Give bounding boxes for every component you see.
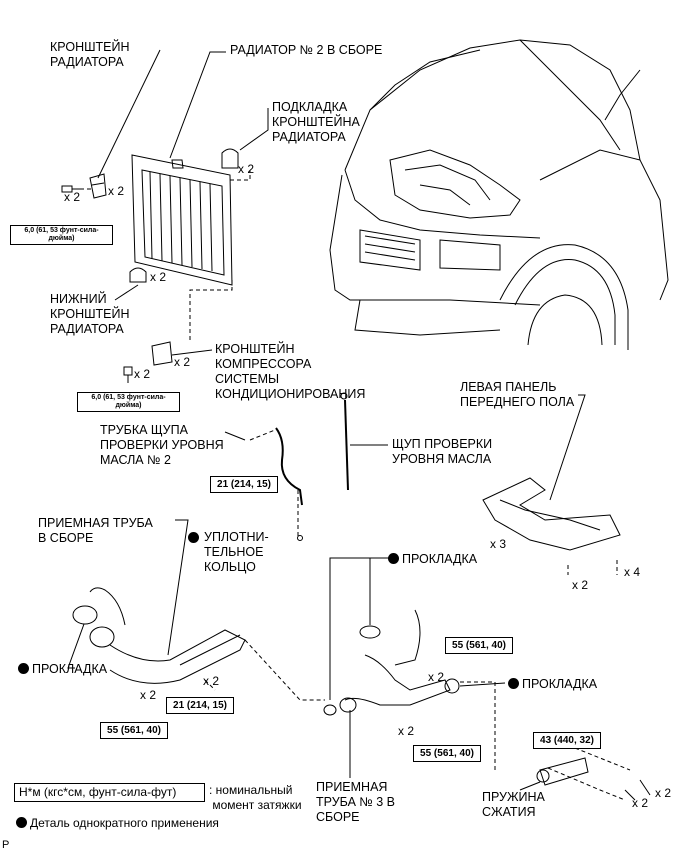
qty-panel-bottom: x 2 [572, 578, 589, 592]
torque-box-pipe3-b: 55 (561, 40) [413, 745, 481, 762]
label-radiator-cushion: ПОДКЛАДКА КРОНШТЕЙНА РАДИАТОРА [272, 100, 360, 144]
single-use-icon [16, 817, 27, 828]
label-gasket-left: ПРОКЛАДКА [18, 662, 107, 677]
legend-torque-note: : номинальный момент затяжки [209, 783, 302, 812]
label-radiator-bracket: КРОНШТЕЙН РАДИАТОРА [50, 40, 130, 69]
qty-pipe3-bolt-a: x 2 [428, 670, 445, 684]
qty-spring-bolt-a: x 2 [632, 796, 649, 810]
qty-bracket: x 2 [108, 184, 125, 198]
label-inlet-pipe: ПРИЕМНАЯ ТРУБА В СБОРЕ [38, 516, 153, 545]
qty-cushion: x 2 [238, 162, 255, 176]
single-use-icon [18, 663, 29, 674]
qty-panel-left: x 3 [490, 537, 507, 551]
label-compressor-bracket: КРОНШТЕЙН КОМПРЕССОРА СИСТЕМЫ КОНДИЦИОНИ… [215, 342, 366, 401]
label-gasket-top: ПРОКЛАДКА [388, 552, 477, 567]
qty-lower-bracket: x 2 [150, 270, 167, 284]
torque-box-inlet-a: 55 (561, 40) [100, 722, 168, 739]
label-left-floor-panel: ЛЕВАЯ ПАНЕЛЬ ПЕРЕДНЕГО ПОЛА [460, 380, 575, 409]
radiator-illustration [131, 154, 233, 286]
qty-inlet-bolt-b: x 2 [203, 674, 220, 688]
label-compression-spring: ПРУЖИНА СЖАТИЯ [482, 790, 545, 819]
torque-box-compressor: 6,0 (61, 53 фунт-сила- дюйма) [77, 392, 180, 412]
qty-compressor-bolt: x 2 [134, 367, 151, 381]
page-letter: P [2, 839, 10, 851]
single-use-icon [188, 532, 199, 543]
qty-bracket-bolt: x 2 [64, 190, 81, 204]
vehicle-illustration [329, 39, 669, 350]
qty-compressor-bracket: x 2 [174, 355, 191, 369]
label-dipstick: ЩУП ПРОВЕРКИ УРОВНЯ МАСЛА [392, 437, 493, 466]
label-o-ring: УПЛОТНИ- ТЕЛЬНОЕ КОЛЬЦО [188, 530, 269, 575]
legend-unit-box: Н*м (кгс*см, фунт-сила-фут) [14, 783, 205, 802]
qty-spring-bolt-b: x 2 [655, 786, 672, 800]
inlet-pipe-illustration [72, 587, 246, 684]
qty-panel-right: x 4 [624, 565, 641, 579]
torque-box-bracket: 6,0 (61, 53 фунт-сила- дюйма) [10, 225, 113, 245]
inlet-pipe3-illustration [323, 609, 460, 716]
torque-box-pipe3-a: 55 (561, 40) [445, 637, 513, 654]
torque-box-dipstick: 21 (214, 15) [210, 476, 278, 493]
torque-box-inlet-b: 21 (214, 15) [166, 697, 234, 714]
label-lower-bracket: НИЖНИЙ КРОНШТЕЙН РАДИАТОРА [50, 292, 130, 336]
qty-inlet-bolt-a: x 2 [140, 688, 157, 702]
single-use-icon [508, 678, 519, 689]
single-use-icon [388, 553, 399, 564]
legend-single-use: Деталь однократного применения [16, 816, 219, 831]
label-dipstick-tube: ТРУБКА ЩУПА ПРОВЕРКИ УРОВНЯ МАСЛА № 2 [100, 423, 224, 467]
label-inlet-pipe-3: ПРИЕМНАЯ ТРУБА № 3 В СБОРЕ [316, 780, 396, 824]
label-gasket-right: ПРОКЛАДКА [508, 677, 597, 692]
label-radiator-assembly: РАДИАТОР № 2 В СБОРЕ [230, 43, 383, 57]
torque-box-spring: 43 (440, 32) [533, 732, 601, 749]
qty-pipe3-bolt-b: x 2 [398, 724, 415, 738]
